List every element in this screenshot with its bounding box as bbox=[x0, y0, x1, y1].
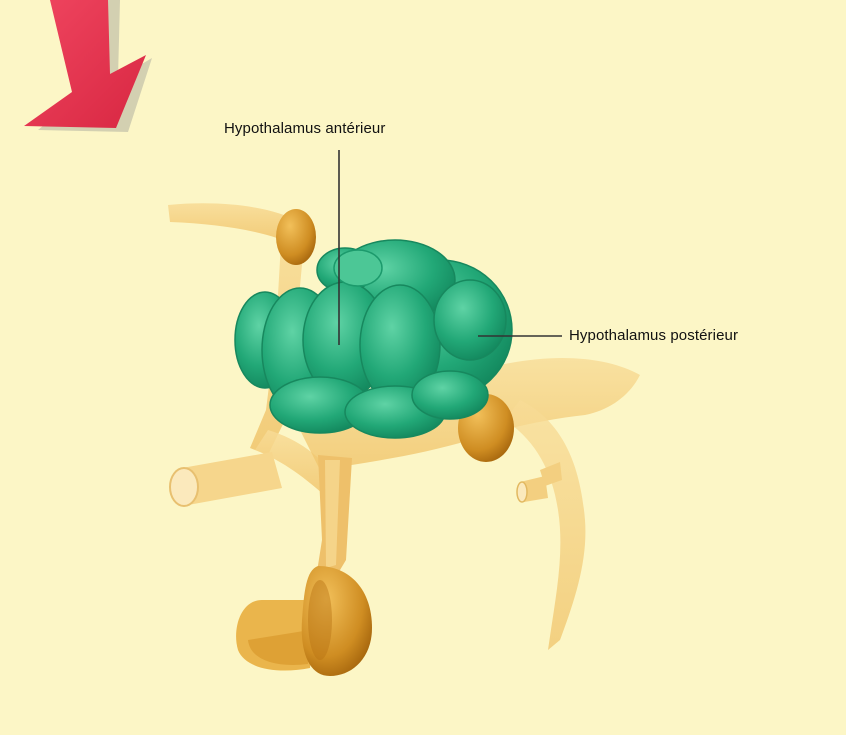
label-posterior-hypothalamus: Hypothalamus postérieur bbox=[569, 327, 738, 344]
hypothalamus bbox=[235, 240, 512, 438]
pituitary-gland bbox=[236, 566, 372, 676]
pointer-arrow bbox=[24, 0, 152, 132]
label-anterior-hypothalamus: Hypothalamus antérieur bbox=[224, 120, 385, 137]
